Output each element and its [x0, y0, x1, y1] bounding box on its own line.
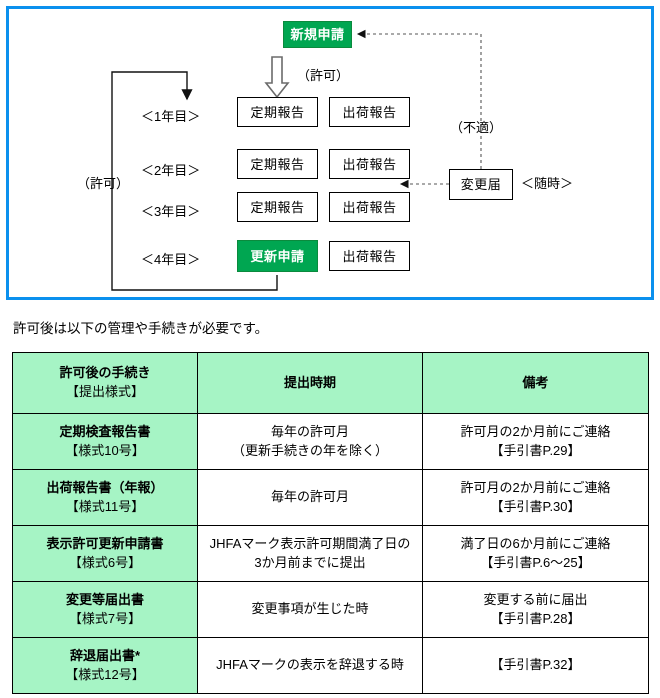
node-shipment-report-3[interactable]: 出荷報告: [329, 192, 410, 222]
flowchart-connectors: [111, 29, 482, 291]
node-periodic-report-1[interactable]: 定期報告: [237, 97, 318, 127]
timing-line1: JHFAマーク表示許可期間満了日の: [209, 535, 411, 551]
procedure-name-line1: 辞退届出書*: [69, 647, 141, 663]
header-timing: 提出時期: [197, 352, 423, 414]
timing-line2: （更新手続きの年を除く）: [231, 442, 388, 458]
notes-line2: 【手引書P.30】: [490, 498, 581, 514]
procedure-name-line1: 変更等届出書: [65, 591, 144, 607]
label-unsuitable: （不適）: [450, 120, 503, 135]
node-periodic-report-3[interactable]: 定期報告: [237, 192, 318, 222]
table-row: 辞退届出書* 【様式12号】 JHFAマークの表示を辞退する時 【手引書P.32…: [12, 637, 649, 694]
unsuitable-to-new-application-connector: [356, 29, 482, 169]
table-header-row: 許可後の手続き 【提出様式】 提出時期 備考: [12, 352, 649, 414]
label-anytime: ＜随時＞: [521, 176, 574, 191]
procedure-name-line2: 【様式11号】: [65, 498, 145, 514]
node-change-notification[interactable]: 変更届: [449, 169, 513, 200]
notes-line2: 【手引書P.6〜25】: [480, 554, 591, 570]
year-label-3: ＜3年目＞: [141, 204, 201, 219]
cell-procedure-name: 定期検査報告書 【様式10号】: [12, 413, 198, 470]
year-label-2: ＜2年目＞: [141, 163, 201, 178]
table-row: 出荷報告書（年報） 【様式11号】 毎年の許可月 許可月の2か月前にご連絡 【手…: [12, 469, 649, 526]
procedure-name-line2: 【様式10号】: [65, 442, 145, 458]
node-periodic-report-2[interactable]: 定期報告: [237, 149, 318, 179]
header-procedure: 許可後の手続き 【提出様式】: [12, 352, 198, 414]
notes-line1: 【手引書P.32】: [490, 657, 581, 673]
cell-procedure-name: 表示許可更新申請書 【様式6号】: [12, 525, 198, 582]
table-row: 表示許可更新申請書 【様式6号】 JHFAマーク表示許可期間満了日の 3か月前ま…: [12, 525, 649, 582]
header-notes: 備考: [422, 352, 649, 414]
timing-line2: 3か月前までに提出: [254, 554, 366, 570]
cell-procedure-name: 変更等届出書 【様式7号】: [12, 581, 198, 638]
table-row: 定期検査報告書 【様式10号】 毎年の許可月 （更新手続きの年を除く） 許可月の…: [12, 413, 649, 470]
cell-notes: 許可月の2か月前にご連絡 【手引書P.30】: [422, 469, 649, 526]
year-label-1: ＜1年目＞: [141, 109, 201, 124]
node-new-application[interactable]: 新規申請: [283, 21, 352, 48]
timing-line1: JHFAマークの表示を辞退する時: [216, 657, 404, 673]
cell-timing: 毎年の許可月 （更新手続きの年を除く）: [197, 413, 423, 470]
notes-line2: 【手引書P.28】: [490, 610, 581, 626]
intro-sentence: 許可後は以下の管理や手続きが必要です。: [13, 321, 269, 336]
node-shipment-report-1[interactable]: 出荷報告: [329, 97, 410, 127]
cell-notes: 満了日の6か月前にご連絡 【手引書P.6〜25】: [422, 525, 649, 582]
timing-line1: 毎年の許可月: [270, 423, 349, 439]
post-permission-procedures-table: 許可後の手続き 【提出様式】 提出時期 備考 定期検査報告書 【様式10号】 毎…: [12, 352, 649, 694]
cell-procedure-name: 出荷報告書（年報） 【様式11号】: [12, 469, 198, 526]
procedure-name-line1: 表示許可更新申請書: [46, 535, 164, 551]
flowchart-panel: 新規申請 （許可） （許可） （不適） ＜随時＞ ＜1年目＞ ＜2年目＞ ＜3年…: [6, 6, 654, 300]
label-permission-left: （許可）: [77, 176, 130, 191]
procedure-name-line2: 【様式7号】: [68, 610, 142, 626]
renewal-loop-connector: [111, 71, 278, 291]
notes-line2: 【手引書P.29】: [490, 442, 581, 458]
cell-procedure-name: 辞退届出書* 【様式12号】: [12, 637, 198, 694]
cell-notes: 許可月の2か月前にご連絡 【手引書P.29】: [422, 413, 649, 470]
label-permission-top: （許可）: [297, 68, 350, 83]
notes-line1: 満了日の6か月前にご連絡: [460, 535, 611, 551]
notes-line1: 変更する前に届出: [483, 591, 588, 607]
cell-notes: 変更する前に届出 【手引書P.28】: [422, 581, 649, 638]
cell-timing: 変更事項が生じた時: [197, 581, 423, 638]
procedure-name-line2: 【様式12号】: [65, 666, 145, 682]
node-shipment-report-2[interactable]: 出荷報告: [329, 149, 410, 179]
procedure-name-line1: 定期検査報告書: [59, 423, 151, 439]
year-label-4: ＜4年目＞: [141, 252, 201, 267]
cell-timing: JHFAマークの表示を辞退する時: [197, 637, 423, 694]
timing-line1: 毎年の許可月: [270, 489, 349, 505]
node-shipment-report-4[interactable]: 出荷報告: [329, 241, 410, 271]
procedure-name-line1: 出荷報告書（年報）: [46, 479, 164, 495]
cell-timing: 毎年の許可月: [197, 469, 423, 526]
procedure-name-line2: 【様式6号】: [68, 554, 142, 570]
header-procedure-line1: 許可後の手続き: [59, 365, 151, 381]
timing-line1: 変更事項が生じた時: [251, 601, 369, 617]
notes-line1: 許可月の2か月前にご連絡: [460, 479, 611, 495]
notes-line1: 許可月の2か月前にご連絡: [460, 423, 611, 439]
table-row: 変更等届出書 【様式7号】 変更事項が生じた時 変更する前に届出 【手引書P.2…: [12, 581, 649, 638]
cell-notes: 【手引書P.32】: [422, 637, 649, 694]
header-procedure-line2: 【提出様式】: [65, 384, 144, 399]
permission-block-arrow: [264, 56, 290, 99]
cell-timing: JHFAマーク表示許可期間満了日の 3か月前までに提出: [197, 525, 423, 582]
node-renewal-application[interactable]: 更新申請: [237, 240, 318, 272]
